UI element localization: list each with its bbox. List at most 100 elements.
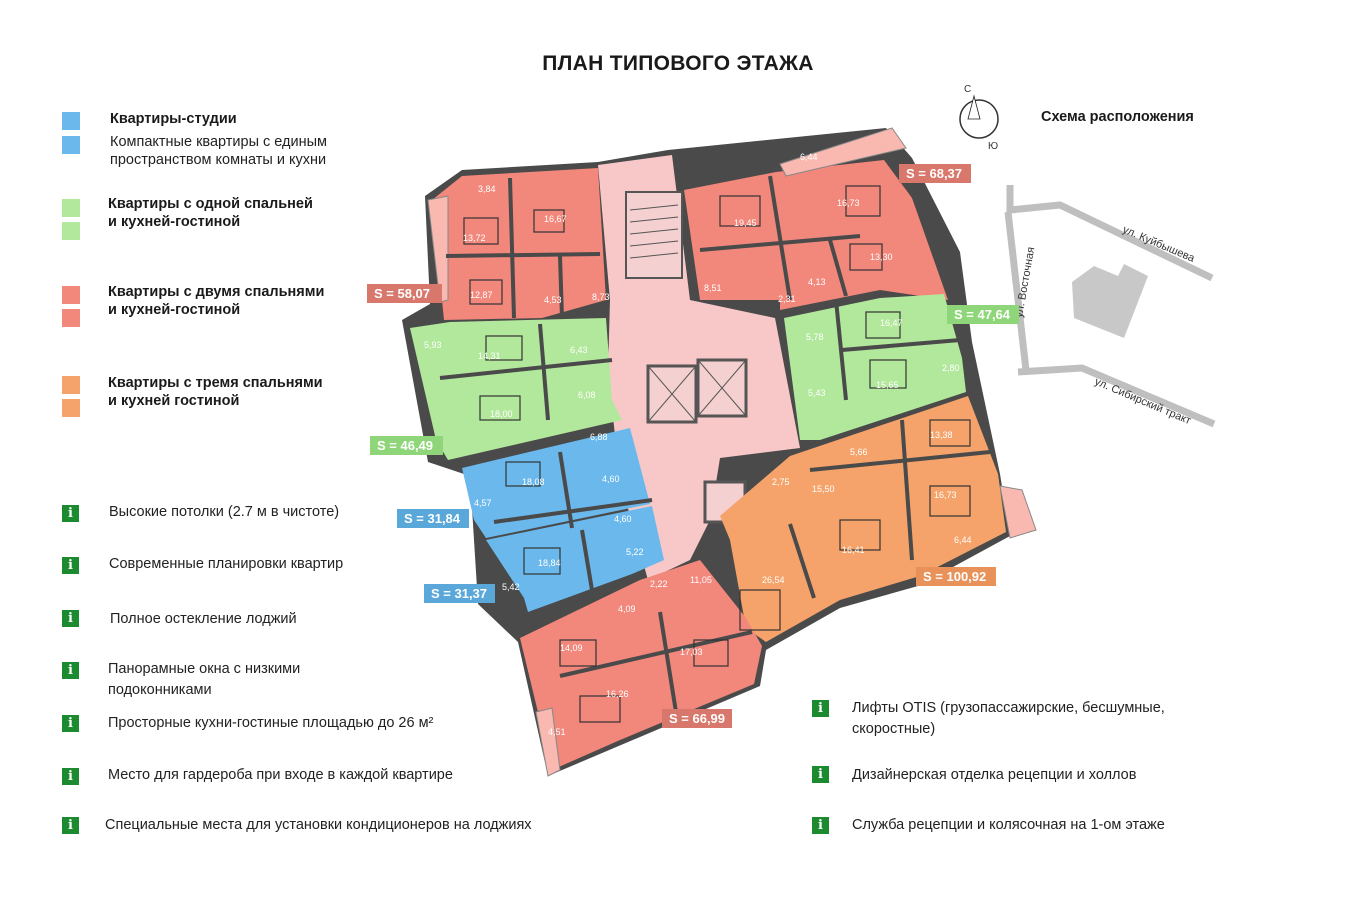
- room-area: 15,50: [812, 484, 835, 494]
- apartment-area-label: S = 100,92: [923, 569, 986, 584]
- loggia: [427, 195, 449, 303]
- legend-label-three-bedroom: Квартиры с тремя спальнями и кухней гост…: [108, 375, 323, 409]
- room-area: 26,54: [762, 575, 785, 585]
- room-area: 6,44: [954, 535, 972, 545]
- info-icon: i: [812, 817, 829, 834]
- room-area: 14,09: [560, 643, 583, 653]
- room-area: 4,51: [548, 727, 566, 737]
- room-area: 5,78: [806, 332, 824, 342]
- info-icon: i: [62, 662, 79, 679]
- loggia: [999, 485, 1037, 539]
- room-area: 6,88: [590, 432, 608, 442]
- room-area: 6,08: [578, 390, 596, 400]
- room-area: 8,73: [592, 292, 610, 302]
- legend-swatch-studio: [62, 136, 80, 154]
- apartment-2-bedroom: [432, 168, 606, 320]
- info-icon: i: [62, 610, 79, 627]
- feature-item: Современные планировки квартир: [109, 556, 344, 572]
- feature-item: Лифты OTIS (грузопассажирские, бесшумные…: [852, 700, 1165, 737]
- area-badge: [662, 709, 732, 728]
- feature-item: Полное остекление лоджий: [110, 611, 297, 627]
- room-area: 5,93: [424, 340, 442, 350]
- room-area: 13,30: [870, 252, 893, 262]
- street-label: ул. Куйбышева: [1121, 224, 1197, 265]
- room-area: 13,72: [463, 233, 486, 243]
- room-area: 16,26: [606, 689, 629, 699]
- info-icon: i: [812, 766, 829, 783]
- legend-swatch-one-bedroom: [62, 199, 80, 217]
- feature-item: Служба рецепции и колясочная на 1-ом эта…: [852, 817, 1165, 833]
- info-icon: i: [812, 700, 829, 717]
- apartment-area-label: S = 31,84: [404, 511, 461, 526]
- apartment-area-label: S = 58,07: [374, 286, 430, 301]
- area-badge: [370, 436, 443, 455]
- room-area: 14,31: [478, 351, 501, 361]
- legend-swatch-two-bedroom: [62, 309, 80, 327]
- street-label: ул. Сибирский тракт: [1093, 376, 1193, 427]
- apartment-area-label: S = 47,64: [954, 307, 1011, 322]
- legend-label-studio: Квартиры-студии: [110, 111, 237, 127]
- compass-south-label: Ю: [988, 141, 998, 152]
- street-kuybysheva: [1006, 185, 1214, 282]
- info-icon: i: [62, 557, 79, 574]
- legend-swatch-two-bedroom: [62, 286, 80, 304]
- legend-swatch-one-bedroom: [62, 222, 80, 240]
- room-area: 4,09: [618, 604, 636, 614]
- room-area: 2,31: [778, 294, 796, 304]
- area-badge: [899, 164, 971, 183]
- apartment-area-label: S = 46,49: [377, 438, 433, 453]
- apartment-1-bedroom: [784, 294, 966, 440]
- room-area: 18,84: [538, 558, 561, 568]
- room-area: 4,60: [614, 514, 632, 524]
- room-area: 2,80: [942, 363, 960, 373]
- area-badge: [424, 584, 495, 603]
- room-area: 5,42: [502, 582, 520, 592]
- room-area: 3,84: [478, 184, 496, 194]
- room-area: 13,38: [930, 430, 953, 440]
- area-badge: [916, 567, 996, 586]
- legend-swatch-three-bedroom: [62, 376, 80, 394]
- apartment-1-bedroom: [410, 318, 622, 460]
- room-area: 16,47: [880, 318, 903, 328]
- location-scheme-map: С Ю ул. Куйбышева ул. Восточная ул. Сиби…: [959, 84, 1216, 428]
- feature-item: Место для гардероба при входе в каждой к…: [108, 767, 453, 783]
- street-vostochnaya: [1004, 211, 1030, 371]
- room-area: 6,43: [570, 345, 588, 355]
- floor-plan: 3,84 16,67 13,72 12,87 4,53 8,73 6,44 19…: [367, 127, 1037, 777]
- building-footprint: [1072, 264, 1148, 338]
- compass-icon: [959, 94, 999, 142]
- apartment-studio: [462, 428, 650, 538]
- room-area: 4,13: [808, 277, 826, 287]
- location-scheme-title: Схема расположения: [1041, 109, 1194, 125]
- feature-item: Дизайнерская отделка рецепции и холлов: [852, 767, 1137, 783]
- legend-label-one-bedroom: Квартиры с одной спальней и кухней-гости…: [108, 196, 313, 230]
- room-area: 18,00: [490, 409, 513, 419]
- info-icon: i: [62, 715, 79, 732]
- page-title: ПЛАН ТИПОВОГО ЭТАЖА: [542, 52, 814, 75]
- room-area: 16,67: [544, 214, 567, 224]
- info-icon: i: [62, 817, 79, 834]
- room-area: 2,22: [650, 579, 668, 589]
- room-area: 8,51: [704, 283, 722, 293]
- info-icon: i: [62, 768, 79, 785]
- room-area: 16,73: [934, 490, 957, 500]
- apartment-area-label: S = 68,37: [906, 166, 962, 181]
- feature-item: Панорамные окна с низкими подоконниками: [108, 661, 301, 698]
- room-area: 5,66: [850, 447, 868, 457]
- legend-label-two-bedroom: Квартиры с двумя спальнями и кухней-гост…: [108, 284, 325, 318]
- area-badge: [367, 284, 442, 303]
- interior-walls: [439, 175, 991, 713]
- room-area: 5,43: [808, 388, 826, 398]
- legend-swatch-studio: [62, 112, 80, 130]
- area-badge: [397, 509, 469, 528]
- apartment-studio: [486, 506, 664, 612]
- legend-description-studio: Компактные квартиры с единым пространств…: [110, 134, 327, 168]
- room-area: 11,05: [690, 575, 712, 585]
- furniture: [463, 185, 971, 723]
- legend-swatch-three-bedroom: [62, 399, 80, 417]
- apartment-area-label: S = 31,37: [431, 586, 487, 601]
- loggia: [779, 127, 907, 177]
- feature-item: Высокие потолки (2.7 м в чистоте): [109, 504, 340, 520]
- room-area: 4,60: [602, 474, 620, 484]
- area-badge: [947, 305, 1019, 324]
